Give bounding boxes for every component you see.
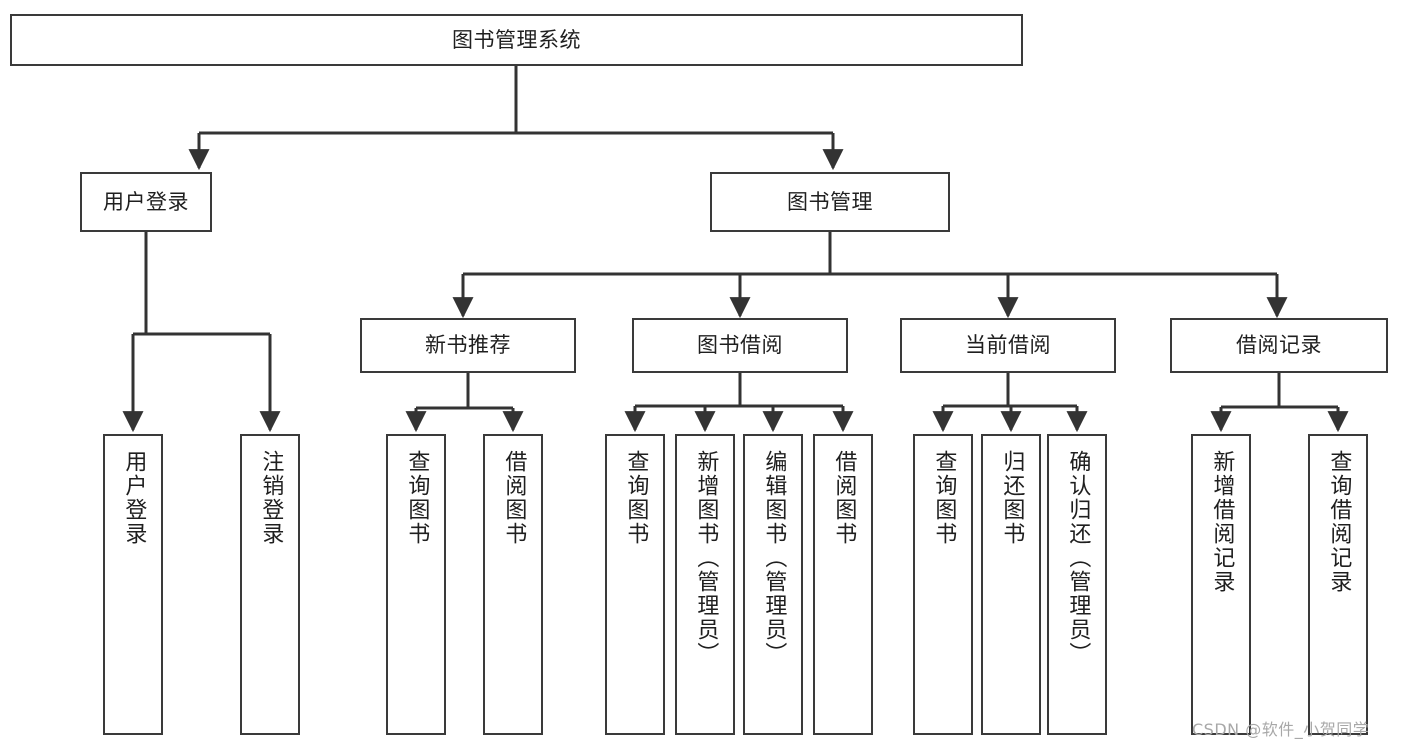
leaf-user-login-login[interactable]: 用户登录 <box>103 434 163 735</box>
leaf-label: 用户登录 <box>121 450 147 546</box>
leaf-label: 确认归还（管理员） <box>1065 450 1091 666</box>
leaf-new-book-query[interactable]: 查询图书 <box>386 434 446 735</box>
leaf-label: 查询图书 <box>623 450 649 546</box>
leaf-label: 查询图书 <box>931 450 957 546</box>
leaf-borrow-edit-book[interactable]: 编辑图书（管理员） <box>743 434 803 735</box>
leaf-label: 新增借阅记录 <box>1209 450 1235 594</box>
node-user-login-label: 用户登录 <box>103 189 189 214</box>
leaf-borrow-query-book[interactable]: 查询图书 <box>605 434 665 735</box>
node-root-label: 图书管理系统 <box>452 27 581 52</box>
node-new-book-recommend[interactable]: 新书推荐 <box>360 318 576 373</box>
node-user-login[interactable]: 用户登录 <box>80 172 212 232</box>
node-borrow-record-label: 借阅记录 <box>1236 333 1322 358</box>
leaf-current-return-book[interactable]: 归还图书 <box>981 434 1041 735</box>
leaf-current-confirm-return[interactable]: 确认归还（管理员） <box>1047 434 1107 735</box>
leaf-borrow-borrow-book[interactable]: 借阅图书 <box>813 434 873 735</box>
node-book-management-label: 图书管理 <box>787 189 873 214</box>
node-current-borrow[interactable]: 当前借阅 <box>900 318 1116 373</box>
node-borrow-record[interactable]: 借阅记录 <box>1170 318 1388 373</box>
node-book-management[interactable]: 图书管理 <box>710 172 950 232</box>
leaf-label: 借阅图书 <box>501 450 527 546</box>
leaf-borrow-add-book[interactable]: 新增图书（管理员） <box>675 434 735 735</box>
leaf-label: 借阅图书 <box>831 450 857 546</box>
node-book-borrow-label: 图书借阅 <box>697 333 783 358</box>
leaf-current-query-book[interactable]: 查询图书 <box>913 434 973 735</box>
node-current-borrow-label: 当前借阅 <box>965 333 1051 358</box>
leaf-label: 编辑图书（管理员） <box>761 450 787 666</box>
leaf-user-login-logout[interactable]: 注销登录 <box>240 434 300 735</box>
node-root[interactable]: 图书管理系统 <box>10 14 1023 66</box>
leaf-label: 查询图书 <box>404 450 430 546</box>
leaf-label: 归还图书 <box>999 450 1025 546</box>
watermark: CSDN @软件_小贺同学 <box>1192 720 1370 739</box>
node-new-book-recommend-label: 新书推荐 <box>425 333 511 358</box>
leaf-record-add[interactable]: 新增借阅记录 <box>1191 434 1251 735</box>
leaf-label: 注销登录 <box>258 450 284 546</box>
leaf-label: 查询借阅记录 <box>1326 450 1352 594</box>
node-book-borrow[interactable]: 图书借阅 <box>632 318 848 373</box>
leaf-new-book-borrow[interactable]: 借阅图书 <box>483 434 543 735</box>
leaf-label: 新增图书（管理员） <box>693 450 719 666</box>
leaf-record-query[interactable]: 查询借阅记录 <box>1308 434 1368 735</box>
